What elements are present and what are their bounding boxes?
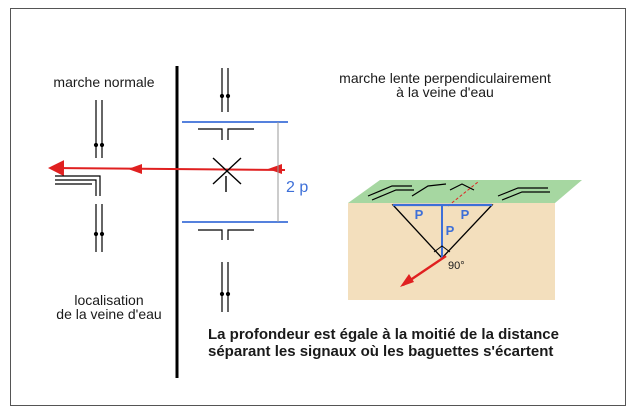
label-localisation-1: localisation [74, 292, 144, 308]
rods-parallel-bottom [93, 204, 105, 252]
section-vein-arrowhead [400, 274, 414, 287]
surface-rods [367, 183, 550, 201]
caption-line-1: La profondeur est égale à la moitié de l… [208, 326, 559, 343]
label-depth-right: P [460, 207, 470, 222]
vein-arrowhead-mid [128, 164, 142, 174]
right-angle-mark [433, 245, 451, 253]
label-depth-vertical: P [445, 223, 455, 238]
label-slow-walk-2: à la veine d'eau [396, 84, 494, 100]
rods-bottom [219, 262, 231, 312]
label-localisation-2: de la veine d'eau [56, 306, 162, 322]
surface-vein-dash [447, 181, 479, 207]
ground-block [348, 203, 555, 300]
rods-parallel-top [93, 100, 105, 158]
rods-open-bottom [198, 229, 254, 240]
label-angle: 90° [448, 260, 465, 272]
label-distance-2p: 2 p [286, 179, 309, 196]
caption-line-2: séparant les signaux où les baguettes s'… [208, 343, 554, 360]
water-vein-arrow [48, 160, 286, 177]
vein-arrowhead-right [268, 164, 282, 174]
label-slow-walk-1: marche lente perpendiculairement [339, 70, 551, 86]
label-normal-walk: marche normale [53, 74, 155, 90]
rods-crossing-left [55, 175, 101, 196]
rods-open-top [198, 128, 254, 140]
label-depth-left: P [414, 207, 424, 222]
rods-crossed [212, 157, 242, 192]
rods-top [219, 68, 231, 112]
